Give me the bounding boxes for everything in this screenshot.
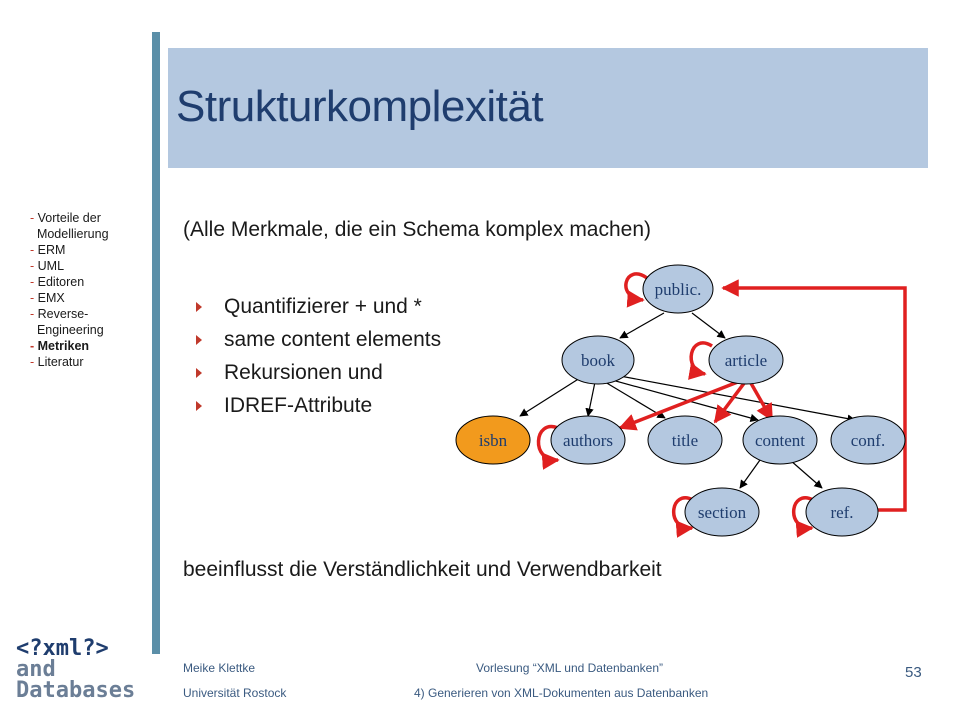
xml-and-databases-logo: <?xml?> and Databases bbox=[16, 636, 136, 703]
edge-book-isbn bbox=[519, 377, 581, 417]
logo-line-3: Databases bbox=[16, 678, 136, 703]
bullet-item: IDREF-Attribute bbox=[196, 389, 441, 422]
sidebar-item-uml[interactable]: - UML bbox=[30, 258, 150, 274]
conclusion-text: beeinflusst die Verständlichkeit und Ver… bbox=[183, 558, 662, 581]
node-conf: conf. bbox=[830, 415, 906, 465]
bullet-text: Rekursionen und bbox=[224, 361, 383, 384]
node-label: title bbox=[672, 431, 698, 450]
node-label: conf. bbox=[851, 431, 885, 450]
recursion-loop-public bbox=[624, 272, 649, 308]
bullet-item: same content elements bbox=[196, 323, 441, 356]
sidebar-item-label: EMX bbox=[37, 291, 65, 305]
sidebar-item-reverse-engineering[interactable]: - Reverse- Engineering bbox=[30, 306, 150, 338]
dash-marker: - bbox=[30, 339, 38, 353]
edge-article-title bbox=[713, 376, 750, 424]
sidebar-item-label: Metriken bbox=[37, 339, 90, 353]
dash-marker: - bbox=[30, 291, 38, 305]
bullet-arrow-icon bbox=[196, 335, 202, 345]
sidebar-item-vorteile[interactable]: - Vorteile der Modellierung bbox=[30, 210, 150, 242]
bullet-arrow-icon bbox=[196, 401, 202, 411]
sidebar-item-label: Editoren bbox=[37, 275, 85, 289]
dash-marker: - bbox=[30, 307, 38, 321]
bullet-text: same content elements bbox=[224, 328, 442, 351]
bullet-item: Rekursionen und bbox=[196, 356, 441, 389]
edge-content-section bbox=[739, 459, 761, 489]
node-label: content bbox=[755, 431, 805, 450]
sidebar-nav: - Vorteile der Modellierung - ERM - UML … bbox=[30, 210, 150, 370]
node-public: public. bbox=[642, 264, 714, 314]
sidebar-item-editoren[interactable]: - Editoren bbox=[30, 274, 150, 290]
edge-book-title bbox=[604, 381, 666, 419]
page-number: 53 bbox=[905, 664, 922, 681]
node-label: ref. bbox=[830, 503, 853, 522]
slide-title: Strukturkomplexität bbox=[176, 82, 544, 131]
title-banner bbox=[168, 48, 928, 168]
sidebar-item-label: Reverse- Engineering bbox=[36, 307, 104, 337]
bullet-list: Quantifizierer + und * same content elem… bbox=[196, 290, 441, 422]
bullet-arrow-icon bbox=[196, 368, 202, 378]
bullet-item: Quantifizierer + und * bbox=[196, 290, 441, 323]
node-title: title bbox=[647, 415, 723, 465]
node-label: book bbox=[581, 351, 616, 370]
edge-book-authors bbox=[585, 381, 596, 417]
node-isbn: isbn bbox=[455, 415, 531, 465]
node-section: section bbox=[684, 487, 760, 537]
edge-content-ref bbox=[789, 459, 823, 489]
bullet-text: Quantifizierer + und * bbox=[224, 295, 422, 318]
node-label: section bbox=[698, 503, 747, 522]
dash-marker: - bbox=[30, 211, 38, 225]
sidebar-item-label: UML bbox=[37, 259, 65, 273]
edge-book-content bbox=[611, 379, 759, 423]
node-label: isbn bbox=[479, 431, 508, 450]
edge-book-conf bbox=[619, 375, 856, 423]
edge-public-book bbox=[619, 312, 665, 339]
recursion-loop-article bbox=[687, 341, 713, 380]
edge-article-content bbox=[746, 377, 774, 422]
structure-edges bbox=[519, 312, 856, 489]
dash-marker: - bbox=[30, 259, 38, 273]
edge-public-article bbox=[691, 312, 726, 339]
node-ref: ref. bbox=[805, 487, 879, 537]
node-content: content bbox=[742, 415, 818, 465]
logo-line-1: <?xml?> bbox=[16, 636, 109, 661]
logo-line-2: and bbox=[16, 657, 56, 682]
recursion-loop-authors bbox=[536, 424, 560, 470]
dash-marker: - bbox=[30, 243, 38, 257]
edge-article-authors bbox=[618, 376, 749, 431]
dash-marker: - bbox=[30, 275, 38, 289]
footer-author: Meike Klettke bbox=[183, 661, 256, 675]
sidebar-item-label: Vorteile der Modellierung bbox=[36, 211, 109, 241]
node-label: article bbox=[725, 351, 767, 370]
idref-ref-to-public bbox=[721, 279, 907, 512]
footer-university: Universität Rostock bbox=[183, 686, 287, 700]
bullet-text: IDREF-Attribute bbox=[224, 394, 373, 417]
node-book: book bbox=[561, 335, 635, 385]
sidebar-item-metriken[interactable]: - Metriken bbox=[30, 338, 150, 354]
slide-subtitle: (Alle Merkmale, die ein Schema komplex m… bbox=[183, 218, 652, 241]
node-article: article bbox=[708, 335, 784, 385]
left-accent-bar bbox=[152, 32, 160, 654]
node-label: public. bbox=[655, 280, 702, 299]
sidebar-item-emx[interactable]: - EMX bbox=[30, 290, 150, 306]
bullet-arrow-icon bbox=[196, 302, 202, 312]
sidebar-item-label: Literatur bbox=[37, 355, 84, 369]
node-authors: authors bbox=[550, 415, 626, 465]
sidebar-item-label: ERM bbox=[37, 243, 66, 257]
recursion-loop-section bbox=[672, 496, 694, 538]
sidebar-item-literatur[interactable]: - Literatur bbox=[30, 354, 150, 370]
footer-chapter: 4) Generieren von XML-Dokumenten aus Dat… bbox=[414, 686, 709, 700]
sidebar-item-erm[interactable]: - ERM bbox=[30, 242, 150, 258]
highlight-edges bbox=[536, 272, 907, 538]
recursion-loop-ref bbox=[792, 496, 814, 538]
footer-course: Vorlesung “XML und Datenbanken” bbox=[476, 661, 664, 675]
dash-marker: - bbox=[30, 355, 38, 369]
node-label: authors bbox=[563, 431, 613, 450]
